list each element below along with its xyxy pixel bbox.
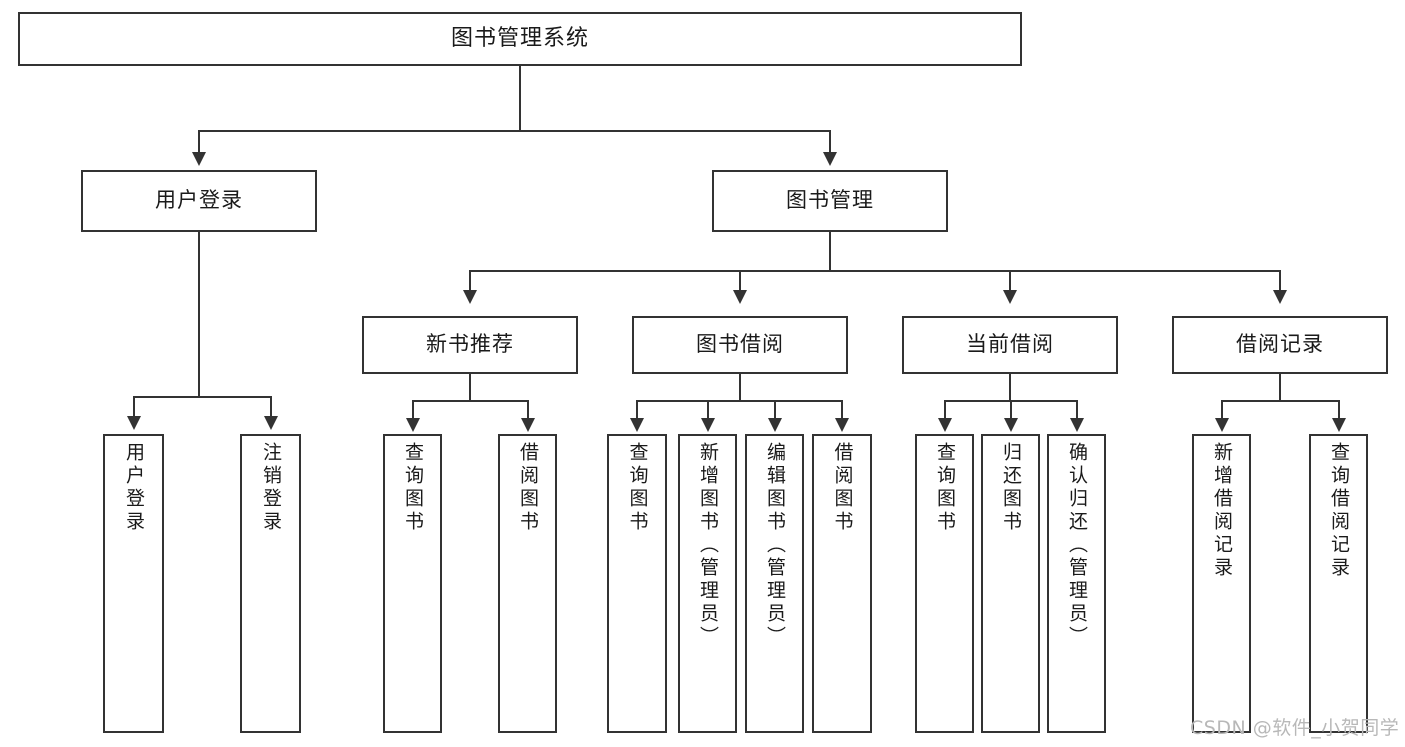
connector-current-borrow-leaf-2 <box>1010 400 1012 420</box>
node-label: 新书推荐 <box>426 332 514 357</box>
leaf-label: 查询借阅记录 <box>1328 442 1350 580</box>
leaf-label: 新增图书（管理员） <box>697 442 719 649</box>
node-book-management[interactable]: 图书管理 <box>712 170 948 232</box>
arrowhead-book-borrow-leaf-4 <box>835 418 849 432</box>
leaf-user-login-login[interactable]: 用户登录 <box>103 434 164 733</box>
arrowhead-new-book-leaf-1 <box>406 418 420 432</box>
leaf-borrow-record-add[interactable]: 新增借阅记录 <box>1192 434 1251 733</box>
leaf-label: 确认归还（管理员） <box>1066 442 1088 649</box>
connector-new-book-stem <box>469 374 471 402</box>
node-borrow-record[interactable]: 借阅记录 <box>1172 316 1388 374</box>
leaf-label: 注销登录 <box>260 442 282 534</box>
connector-book-manage-stem <box>829 232 831 272</box>
watermark-text: CSDN @软件_小贺同学 <box>1190 717 1400 739</box>
leaf-current-borrow-return[interactable]: 归还图书 <box>981 434 1040 733</box>
leaf-label: 归还图书 <box>1000 442 1022 534</box>
leaf-new-book-query[interactable]: 查询图书 <box>383 434 442 733</box>
arrowhead-user-login-leaf-2 <box>264 416 278 430</box>
leaf-borrow-record-query[interactable]: 查询借阅记录 <box>1309 434 1368 733</box>
connector-to-current-borrow <box>1009 270 1011 292</box>
arrowhead-current-borrow-leaf-3 <box>1070 418 1084 432</box>
connector-user-login-leaf-1 <box>133 396 135 418</box>
connector-book-manage-bus <box>469 270 1281 272</box>
arrowhead-to-book-borrow <box>733 290 747 304</box>
connector-to-book-manage <box>829 130 831 154</box>
connector-book-borrow-stem <box>739 374 741 402</box>
leaf-label: 借阅图书 <box>517 442 539 534</box>
connector-to-user-login <box>198 130 200 154</box>
leaf-label: 查询图书 <box>626 442 649 534</box>
connector-book-borrow-leaf-4 <box>841 400 843 420</box>
connector-to-borrow-record <box>1279 270 1281 292</box>
leaf-user-login-logout[interactable]: 注销登录 <box>240 434 301 733</box>
leaf-book-borrow-query[interactable]: 查询图书 <box>607 434 667 733</box>
connector-root-bus <box>198 130 831 132</box>
node-user-login[interactable]: 用户登录 <box>81 170 317 232</box>
node-label: 图书管理系统 <box>450 25 589 51</box>
arrowhead-book-borrow-leaf-3 <box>768 418 782 432</box>
connector-new-book-leaf-2 <box>527 400 529 420</box>
connector-to-new-book <box>469 270 471 292</box>
connector-book-borrow-leaf-1 <box>636 400 638 420</box>
leaf-label: 编辑图书（管理员） <box>764 442 786 649</box>
connector-new-book-leaf-1 <box>412 400 414 420</box>
leaf-current-borrow-query[interactable]: 查询图书 <box>915 434 974 733</box>
connector-borrow-record-leaf-1 <box>1221 400 1223 420</box>
leaf-label: 借阅图书 <box>831 442 854 534</box>
leaf-label: 查询图书 <box>402 442 424 534</box>
arrowhead-borrow-record-leaf-1 <box>1215 418 1229 432</box>
connector-book-borrow-bus <box>636 400 842 402</box>
leaf-book-borrow-borrow[interactable]: 借阅图书 <box>812 434 872 733</box>
node-new-book-recommend[interactable]: 新书推荐 <box>362 316 578 374</box>
arrowhead-to-user-login <box>192 152 206 166</box>
node-book-borrow[interactable]: 图书借阅 <box>632 316 848 374</box>
leaf-label: 查询图书 <box>934 442 956 534</box>
arrowhead-to-borrow-record <box>1273 290 1287 304</box>
arrowhead-user-login-leaf-1 <box>127 416 141 430</box>
leaf-label: 新增借阅记录 <box>1211 442 1233 580</box>
leaf-book-borrow-edit-admin[interactable]: 编辑图书（管理员） <box>745 434 804 733</box>
connector-book-borrow-leaf-2 <box>707 400 709 420</box>
arrowhead-book-borrow-leaf-2 <box>701 418 715 432</box>
connector-borrow-record-bus <box>1221 400 1339 402</box>
connector-to-book-borrow <box>739 270 741 292</box>
arrowhead-to-book-manage <box>823 152 837 166</box>
connector-book-borrow-leaf-3 <box>774 400 776 420</box>
node-label: 借阅记录 <box>1236 332 1324 357</box>
node-root-system[interactable]: 图书管理系统 <box>18 12 1022 66</box>
arrowhead-to-new-book <box>463 290 477 304</box>
connector-current-borrow-stem <box>1009 374 1011 402</box>
connector-user-login-stem <box>198 232 200 398</box>
connector-root-stem <box>519 66 521 130</box>
leaf-new-book-borrow[interactable]: 借阅图书 <box>498 434 557 733</box>
arrowhead-to-current-borrow <box>1003 290 1017 304</box>
connector-borrow-record-leaf-2 <box>1338 400 1340 420</box>
leaf-label: 用户登录 <box>123 442 145 534</box>
connector-user-login-bus <box>133 396 271 398</box>
node-label: 当前借阅 <box>966 332 1054 357</box>
connector-new-book-bus <box>412 400 528 402</box>
leaf-book-borrow-add-admin[interactable]: 新增图书（管理员） <box>678 434 737 733</box>
node-label: 图书管理 <box>786 188 874 213</box>
arrowhead-book-borrow-leaf-1 <box>630 418 644 432</box>
arrowhead-current-borrow-leaf-1 <box>938 418 952 432</box>
arrowhead-current-borrow-leaf-2 <box>1004 418 1018 432</box>
connector-current-borrow-leaf-3 <box>1076 400 1078 420</box>
node-current-borrow[interactable]: 当前借阅 <box>902 316 1118 374</box>
node-label: 图书借阅 <box>696 332 784 357</box>
connector-user-login-leaf-2 <box>270 396 272 418</box>
arrowhead-new-book-leaf-2 <box>521 418 535 432</box>
node-label: 用户登录 <box>155 188 243 213</box>
leaf-current-borrow-confirm-admin[interactable]: 确认归还（管理员） <box>1047 434 1106 733</box>
connector-current-borrow-leaf-1 <box>944 400 946 420</box>
arrowhead-borrow-record-leaf-2 <box>1332 418 1346 432</box>
connector-borrow-record-stem <box>1279 374 1281 402</box>
